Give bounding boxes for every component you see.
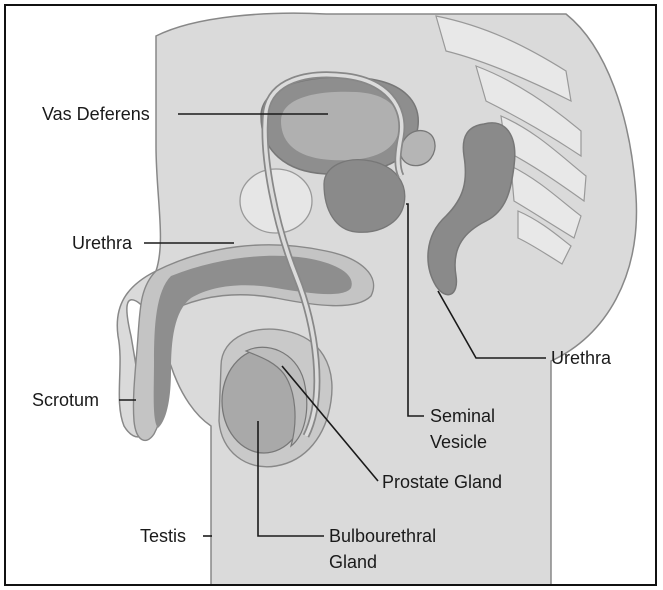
label-testis: Testis bbox=[140, 526, 186, 546]
label-scrotum: Scrotum bbox=[32, 390, 99, 410]
label-urethra-left: Urethra bbox=[72, 233, 133, 253]
prostate-organ bbox=[324, 160, 405, 233]
label-urethra-right: Urethra bbox=[551, 348, 612, 368]
diagram-frame: Vas Deferens Urethra Scrotum Testis Semi… bbox=[4, 4, 657, 586]
anatomy-diagram: Vas Deferens Urethra Scrotum Testis Semi… bbox=[6, 6, 657, 586]
label-bulbourethral-line1: Bulbourethral bbox=[329, 526, 436, 546]
label-bulbourethral-line2: Gland bbox=[329, 552, 377, 572]
label-vas-deferens: Vas Deferens bbox=[42, 104, 150, 124]
label-seminal-vesicle-line1: Seminal bbox=[430, 406, 495, 426]
label-seminal-vesicle-line2: Vesicle bbox=[430, 432, 487, 452]
label-prostate-gland: Prostate Gland bbox=[382, 472, 502, 492]
bladder bbox=[261, 77, 418, 174]
